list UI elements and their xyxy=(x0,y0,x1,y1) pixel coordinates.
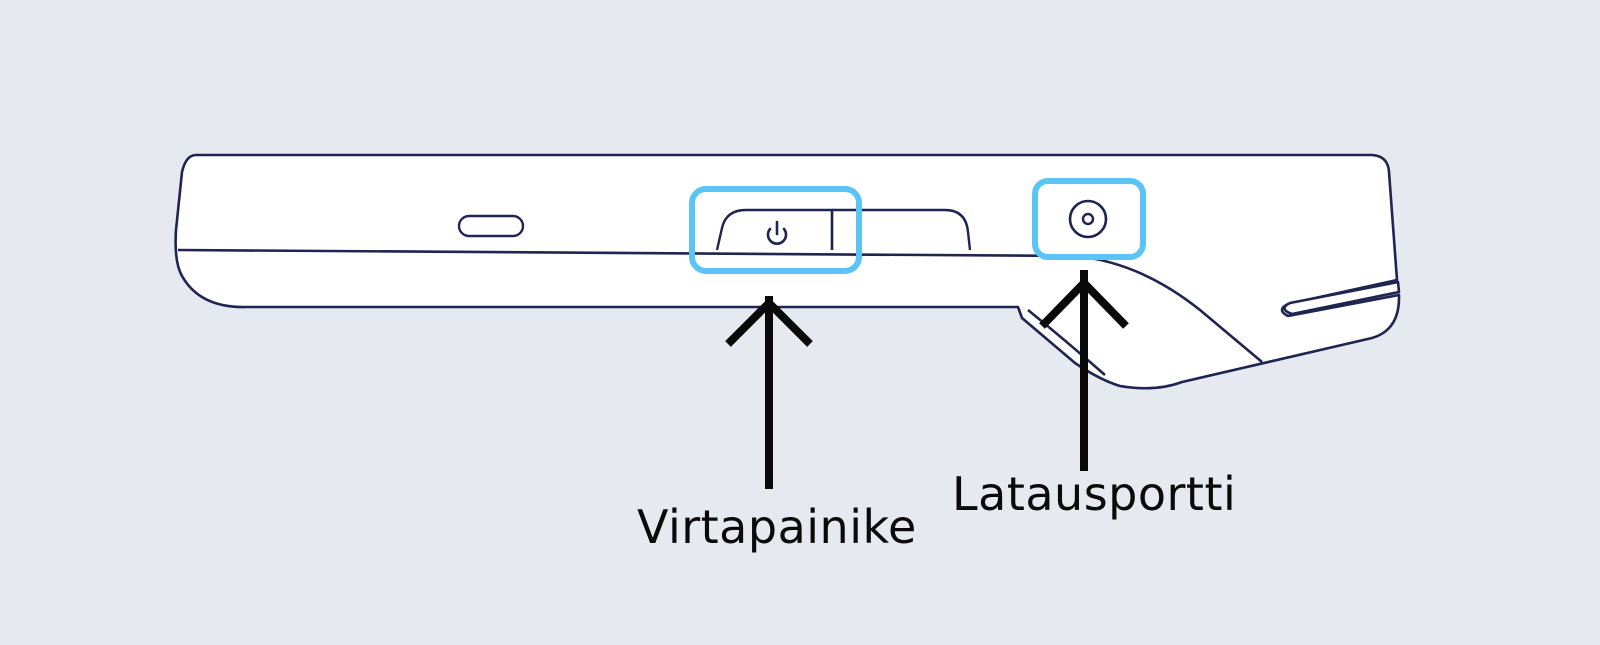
charging-port-icon xyxy=(1068,199,1108,239)
charging-port-highlight xyxy=(1032,178,1146,260)
power-button-cap xyxy=(715,208,834,251)
volume-rocker xyxy=(832,208,972,251)
power-icon xyxy=(766,220,788,245)
power-button-label: Virtapainike xyxy=(637,500,917,554)
power-button-arrow xyxy=(725,296,813,489)
micro-port-icon xyxy=(457,214,525,238)
charging-port-label: Latausportti xyxy=(952,467,1237,521)
power-button-highlight xyxy=(689,186,862,274)
device-side-slot xyxy=(1283,280,1401,316)
power-button[interactable] xyxy=(715,208,834,251)
charging-port-arrow xyxy=(1039,270,1129,471)
device-grip-contour xyxy=(1027,308,1106,376)
